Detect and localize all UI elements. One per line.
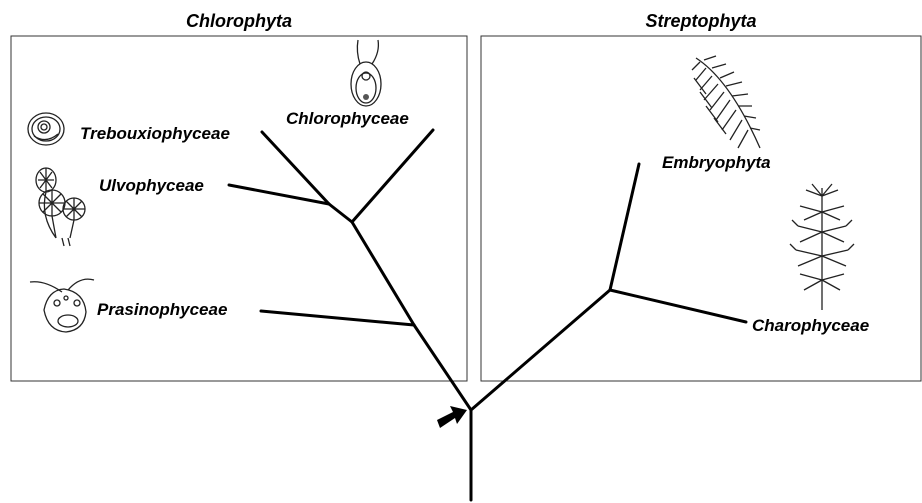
ulvophyceae-label: Ulvophyceae — [99, 176, 204, 195]
chlorophyta-title: Chlorophyta — [186, 11, 292, 31]
chlorophyceae-label: Chlorophyceae — [286, 109, 409, 128]
trebouxiophyceae-label: Trebouxiophyceae — [80, 124, 230, 143]
charophyceae-label: Charophyceae — [752, 316, 869, 335]
root-arrow-icon — [437, 406, 467, 428]
embryophyta-label: Embryophyta — [662, 153, 771, 172]
prasinophyceae-label: Prasinophyceae — [97, 300, 227, 319]
streptophyta-title: Streptophyta — [645, 11, 756, 31]
